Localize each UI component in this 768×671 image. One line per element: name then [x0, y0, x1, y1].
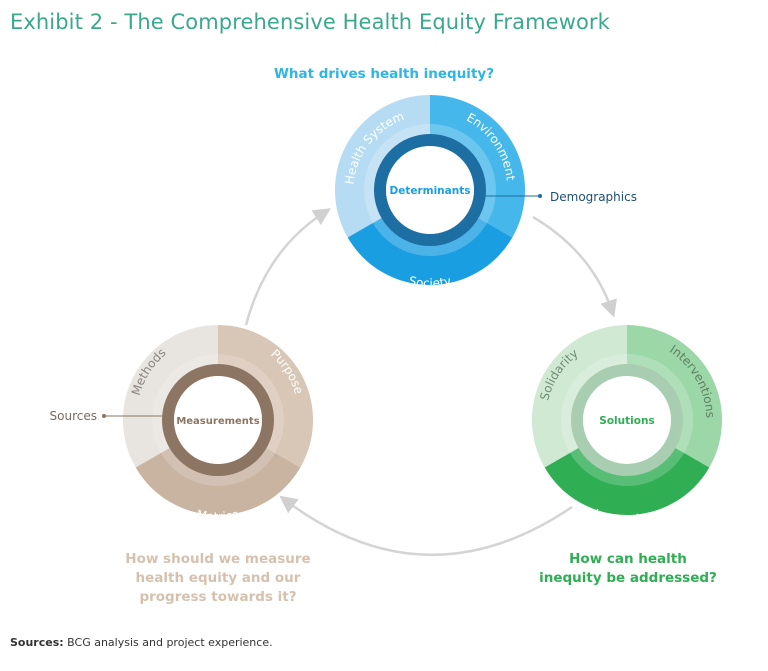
measurements-ring: Measurements Methods Purpose Metrics Sou… [50, 324, 314, 524]
arrow-measurements-to-determinants [244, 208, 331, 326]
question-measurements-line-1: How should we measure [125, 551, 311, 567]
question-measurements-line-3: progress towards it? [139, 589, 297, 605]
question-determinants: What drives health inequity? [273, 66, 495, 82]
arrow-determinants-to-solutions [532, 215, 617, 318]
measurements-center-label: Measurements [176, 416, 259, 427]
segment-metrics-label: Metrics [195, 507, 239, 524]
question-solutions-line-1: How can health [569, 551, 687, 567]
solutions-ring: Solutions Solidarity Interventions Innov… [531, 324, 723, 527]
arrow-solutions-to-measurements [279, 495, 573, 557]
segment-society-label: Society [407, 274, 452, 291]
page-title: Exhibit 2 - The Comprehensive Health Equ… [10, 10, 610, 34]
sources-label: Sources: [10, 636, 64, 649]
svg-text:Metrics: Metrics [195, 507, 239, 524]
sources-text: BCG analysis and project experience. [63, 636, 273, 649]
question-measurements: How should we measure health equity and … [118, 550, 318, 607]
callout-demographics: Demographics [550, 190, 637, 204]
sources-note: Sources: BCG analysis and project experi… [10, 636, 273, 649]
solutions-center-label: Solutions [599, 415, 654, 427]
question-solutions: How can health inequity be addressed? [528, 550, 728, 588]
question-solutions-line-2: inequity be addressed? [539, 570, 717, 586]
segment-innovations-label: Innovations [591, 506, 661, 527]
question-measurements-line-2: health equity and our [135, 570, 301, 586]
svg-text:Innovations: Innovations [591, 506, 661, 527]
determinants-ring: Determinants Health System Environment S… [334, 94, 637, 291]
callout-sources: Sources [50, 409, 97, 423]
svg-text:Society: Society [407, 274, 452, 291]
determinants-center-label: Determinants [389, 185, 470, 197]
